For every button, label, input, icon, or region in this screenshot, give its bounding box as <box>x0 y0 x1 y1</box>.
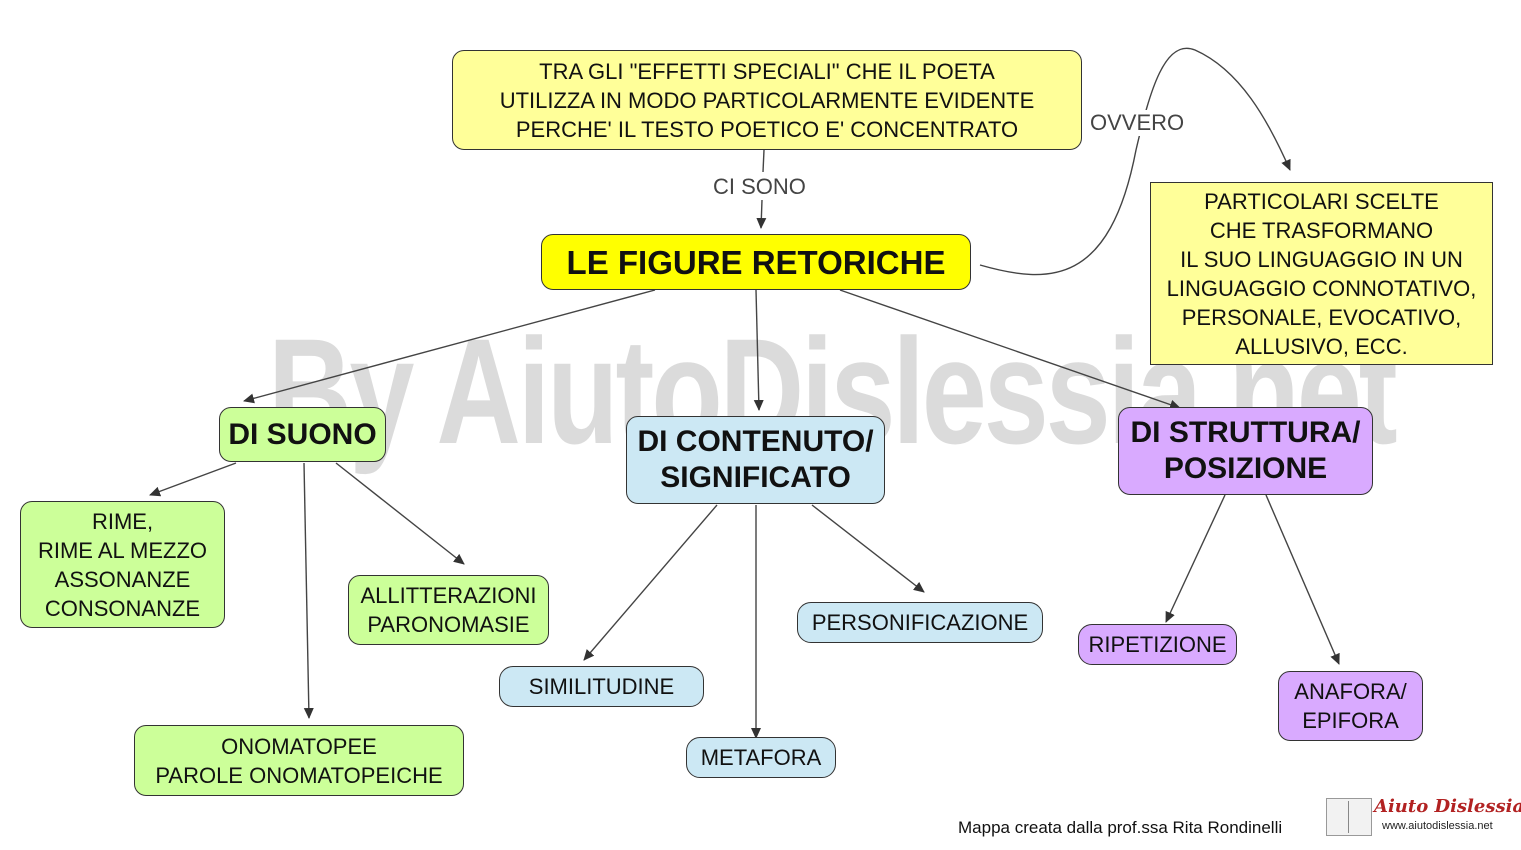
ripetizione-node[interactable]: RIPETIZIONE <box>1078 624 1237 665</box>
allitterazioni-node[interactable]: ALLITTERAZIONI PARONOMASIE <box>348 575 549 645</box>
link-main-definition <box>979 47 1291 276</box>
link-suono-allitterazioni <box>335 462 465 565</box>
link-suono-rime <box>149 462 237 497</box>
rime-node[interactable]: RIME, RIME AL MEZZO ASSONANZE CONSONANZE <box>20 501 225 628</box>
link-contenuto-similitudine <box>583 504 718 661</box>
personificazione-node[interactable]: PERSONIFICAZIONE <box>797 602 1043 643</box>
link-label-ovvero: OVVERO <box>1090 110 1185 136</box>
anafora-node[interactable]: ANAFORA/ EPIFORA <box>1278 671 1423 741</box>
category-contenuto-node[interactable]: DI CONTENUTO/ SIGNIFICATO <box>626 416 885 504</box>
link-main-contenuto <box>753 289 764 411</box>
book-icon <box>1326 798 1372 836</box>
author-credit: Mappa creata dalla prof.ssa Rita Rondine… <box>958 818 1283 837</box>
link-label-ci-sono: CI SONO <box>713 174 806 200</box>
main-topic-node[interactable]: LE FIGURE RETORICHE <box>541 234 971 290</box>
category-struttura-node[interactable]: DI STRUTTURA/ POSIZIONE <box>1118 407 1373 495</box>
link-main-struttura <box>839 289 1181 410</box>
onomatopee-node[interactable]: ONOMATOPEE PAROLE ONOMATOPEICHE <box>134 725 464 796</box>
similitudine-node[interactable]: SIMILITUDINE <box>499 666 704 707</box>
logo-url-text: www.aiutodislessia.net <box>1382 820 1493 832</box>
category-suono-node[interactable]: DI SUONO <box>219 407 386 462</box>
metafora-node[interactable]: METAFORA <box>686 737 836 778</box>
link-struttura-anafora <box>1265 494 1340 665</box>
link-intro-main-arrow <box>756 199 767 229</box>
link-struttura-ripetizione <box>1165 494 1226 623</box>
definition-node[interactable]: PARTICOLARI SCELTE CHE TRASFORMANO IL SU… <box>1150 182 1493 365</box>
link-suono-onomatopee <box>303 462 314 719</box>
intro-node[interactable]: TRA GLI "EFFETTI SPECIALI" CHE IL POETA … <box>452 50 1082 150</box>
link-intro-main <box>762 149 765 173</box>
link-contenuto-personificazione <box>811 504 925 593</box>
logo-brand-text: Aiuto Dislessia <box>1374 796 1521 817</box>
link-main-suono <box>243 289 656 404</box>
site-logo: Aiuto Dislessia www.aiutodislessia.net <box>1326 796 1521 838</box>
